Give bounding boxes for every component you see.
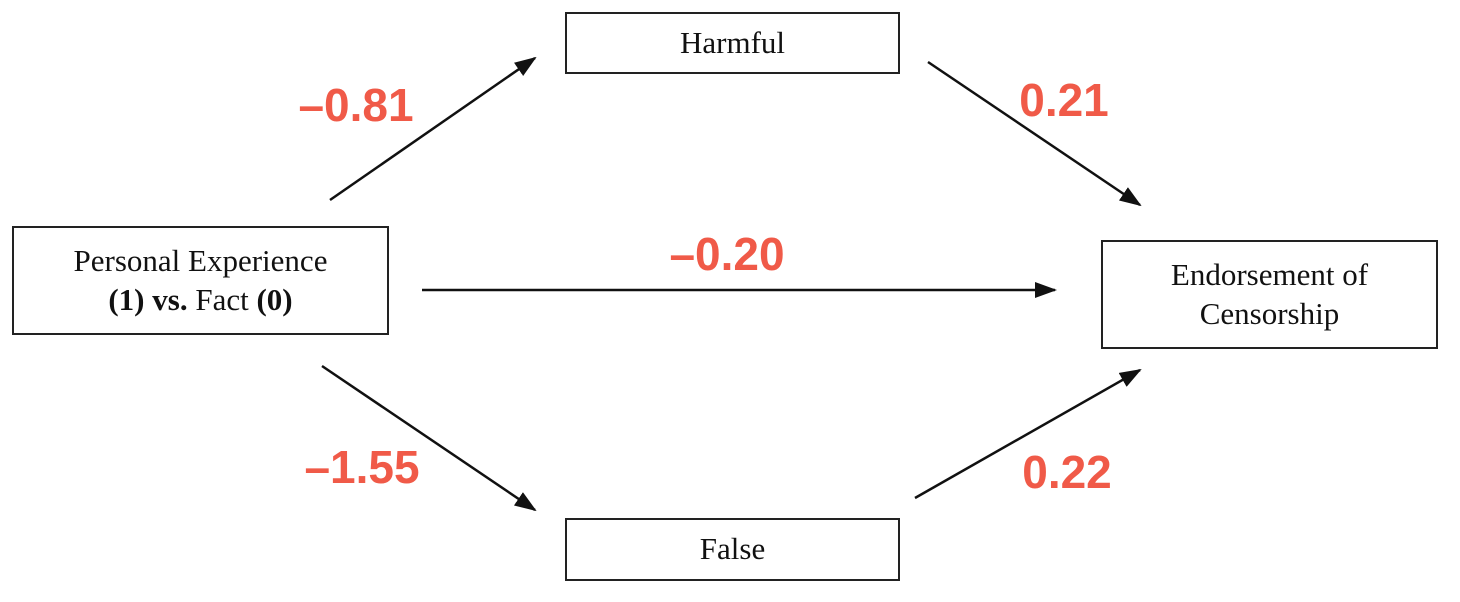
outcome-line1: Endorsement of — [1170, 256, 1369, 292]
harmful-label: Harmful — [679, 24, 786, 60]
false-box: False — [565, 518, 900, 581]
coef-predictor-to-false: –1.55 — [304, 441, 420, 493]
arrow-false-to-outcome — [914, 368, 1142, 500]
outcome-line2: Censorship — [1199, 295, 1340, 331]
harmful-box: Harmful — [565, 12, 900, 74]
false-label: False — [699, 531, 766, 567]
predictor-box: Personal Experience (1) vs. Fact (0) — [12, 226, 389, 335]
arrow-predictor-to-false — [321, 364, 537, 512]
predictor-line1: Personal Experience — [73, 242, 328, 278]
coef-direct: –0.20 — [669, 228, 785, 280]
coef-false-to-outcome: 0.22 — [1022, 446, 1112, 498]
coef-harmful-to-outcome: 0.21 — [1019, 74, 1109, 126]
predictor-code-1: (1) vs. — [108, 281, 188, 317]
predictor-fact: Fact — [195, 281, 249, 317]
coef-predictor-to-harmful: –0.81 — [298, 79, 414, 131]
arrow-harmful-to-outcome — [927, 60, 1142, 207]
predictor-code-0: (0) — [256, 281, 293, 317]
arrow-predictor-to-harmful — [329, 56, 537, 202]
